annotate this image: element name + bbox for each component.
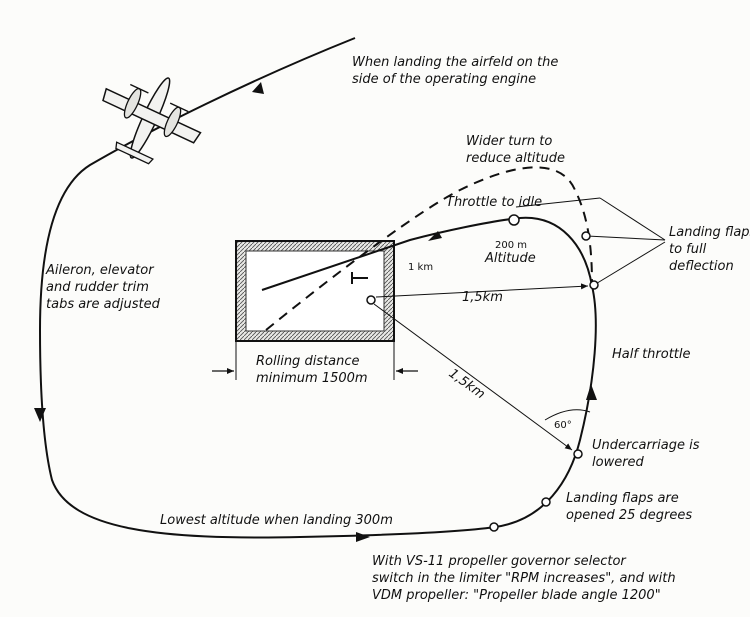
flaps-leader-lines <box>515 197 666 286</box>
label-one-km: 1 km <box>408 262 433 273</box>
label-flaps-25-1: Landing flaps are <box>566 491 679 506</box>
distance-line-horizontal <box>375 283 589 298</box>
waypoint-flaps-25 <box>541 497 551 507</box>
label-lowest-altitude: Lowest altitude when landing 300m <box>160 513 393 528</box>
label-propeller-3: VDM propeller: "Propeller blade angle 12… <box>372 588 661 603</box>
label-rolling-1: Rolling distance <box>256 354 360 369</box>
label-approach-1: When landing the airfeld on the <box>352 55 558 70</box>
label-altitude: Altitude <box>484 251 536 266</box>
label-trim-3: tabs are adjusted <box>46 297 161 312</box>
label-flaps-full-1: Landing flaps <box>669 225 750 240</box>
label-altitude-value: 200 m <box>495 240 527 251</box>
waypoint-propeller <box>489 522 499 532</box>
label-undercarriage-2: lowered <box>592 455 645 470</box>
label-throttle-idle: Throttle to idle <box>446 195 542 210</box>
twin-engine-aircraft-icon <box>102 77 202 165</box>
label-flaps-full-2: to full <box>669 242 707 257</box>
label-dist-horizontal: 1,5km <box>462 290 503 305</box>
label-angle: 60° <box>554 420 572 431</box>
label-propeller-2: switch in the limiter "RPM increases", a… <box>372 571 676 586</box>
landing-t-marker <box>351 272 368 284</box>
angle-arc <box>544 409 591 421</box>
waypoint-throttle-idle <box>508 214 520 226</box>
label-flaps-25-2: opened 25 degrees <box>566 508 692 523</box>
waypoint-flaps-full-2 <box>589 280 599 290</box>
direction-arrows <box>34 82 597 542</box>
label-wider-turn-2: reduce altitude <box>466 151 565 166</box>
label-trim-2: and rudder trim <box>46 280 149 295</box>
airfield <box>235 240 395 342</box>
label-approach-2: side of the operating engine <box>352 72 536 87</box>
waypoint-markers <box>366 214 599 532</box>
diagram-labels: When landing the airfeld on the side of … <box>45 55 750 603</box>
label-trim-1: Aileron, elevator <box>45 263 155 278</box>
label-flaps-full-3: deflection <box>669 259 734 274</box>
waypoint-flaps-full-1 <box>581 231 591 241</box>
landing-circuit-path <box>38 37 597 539</box>
waypoint-field-origin <box>366 295 376 305</box>
label-undercarriage-1: Undercarriage is <box>592 438 700 453</box>
waypoint-undercarriage <box>573 449 583 459</box>
label-wider-turn-1: Wider turn to <box>466 134 552 149</box>
label-half-throttle: Half throttle <box>612 347 691 362</box>
label-propeller-1: With VS-11 propeller governor selector <box>372 554 627 569</box>
label-rolling-2: minimum 1500m <box>256 371 368 386</box>
label-dist-diagonal: 1,5km <box>446 366 488 402</box>
distance-line-diagonal <box>373 303 573 451</box>
rolling-distance-dimension <box>212 341 418 380</box>
